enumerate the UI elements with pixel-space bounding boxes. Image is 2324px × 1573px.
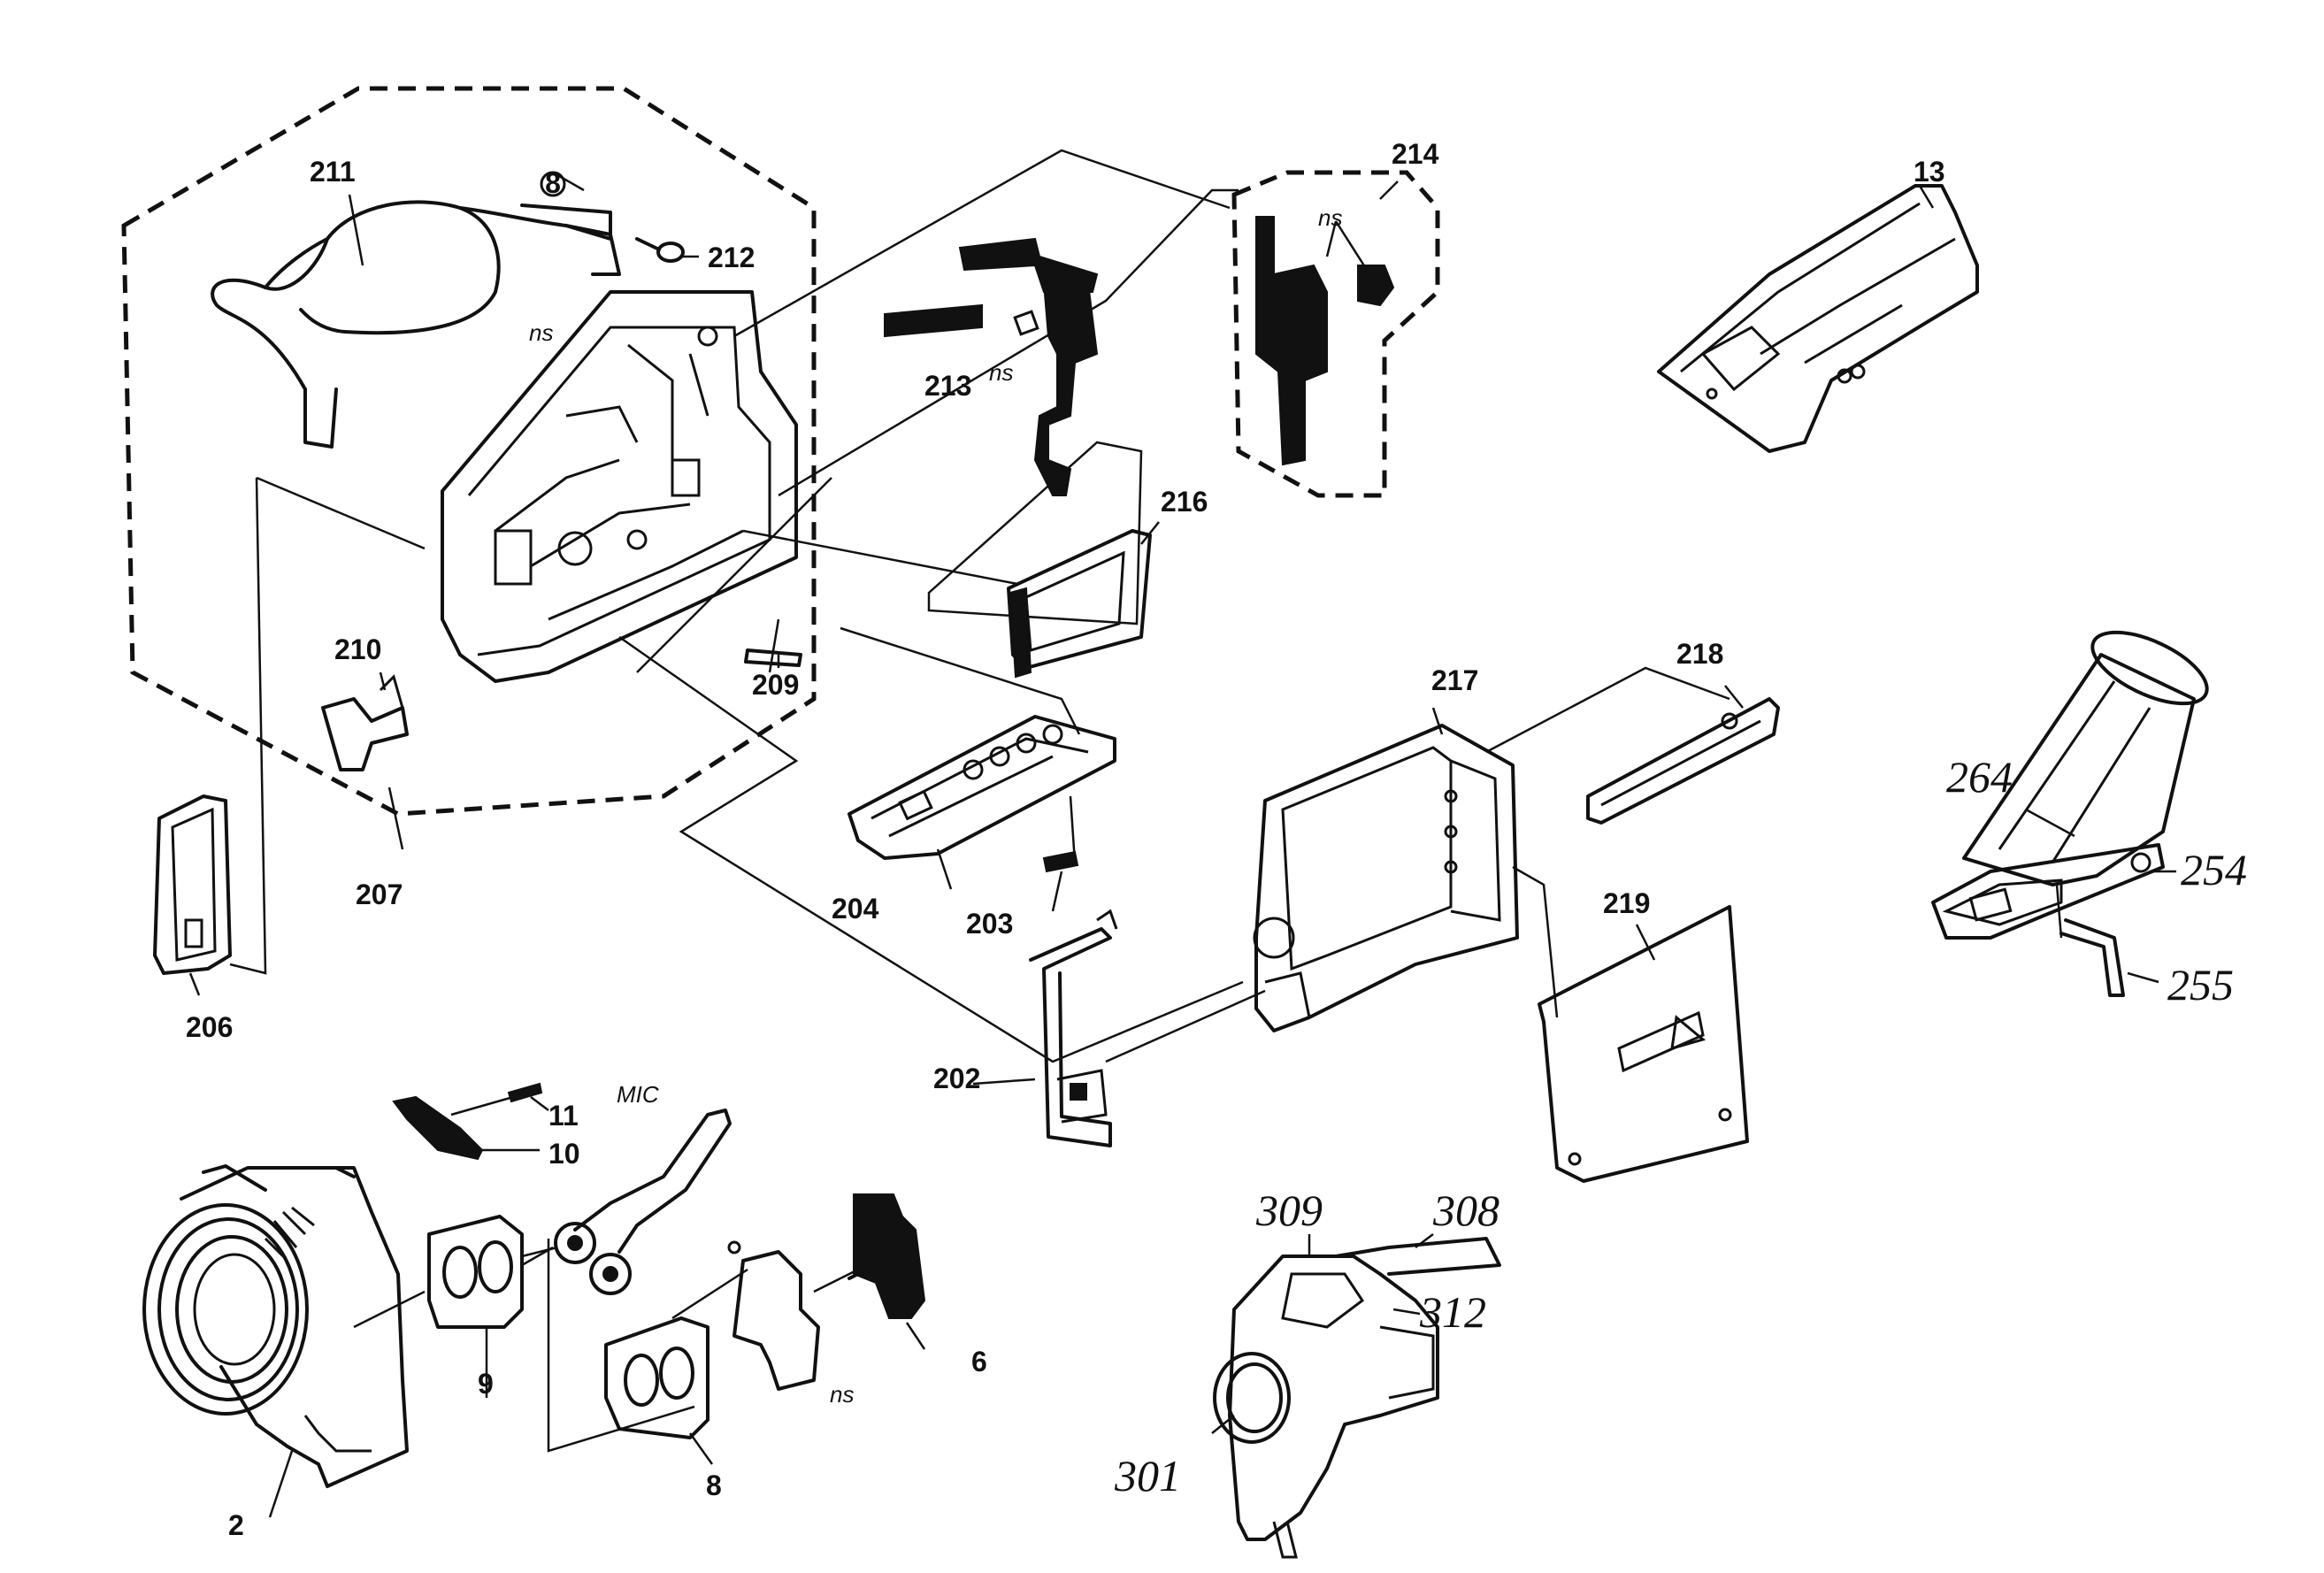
bracket-8: [604, 1316, 709, 1439]
label-264: 264: [1946, 752, 2013, 802]
label-210: 210: [334, 633, 381, 665]
label-ticks: [188, 171, 2176, 1518]
circuit-board-219: [1538, 905, 1749, 1183]
hand-strap-211: [211, 171, 621, 449]
label-219: 219: [1603, 887, 1650, 919]
label-254: 254: [2181, 845, 2247, 894]
viewfinder-264: [1962, 630, 2209, 886]
label-309: 309: [1255, 1186, 1323, 1235]
frame-202: [1029, 909, 1118, 1147]
assembly-214-boundary: [1231, 170, 1440, 498]
switch-10: [392, 1095, 484, 1161]
part-218: [1586, 697, 1780, 825]
flex-cable-255: [2059, 918, 2125, 997]
lens-bracket-9: [427, 1215, 524, 1329]
flex-cable-308: [1334, 1237, 1501, 1276]
label-216: 216: [1161, 486, 1208, 518]
lens-housing-2: [142, 1164, 409, 1488]
part-214: [1255, 216, 1395, 466]
label-ns-214: ns: [1318, 204, 1342, 231]
label-10: 10: [548, 1138, 580, 1170]
label-312: 312: [1419, 1287, 1486, 1337]
label-202: 202: [933, 1063, 980, 1094]
top-cover-13: [1657, 184, 1979, 453]
label-8: 8: [706, 1469, 722, 1501]
assembly-207-boundary: [121, 86, 817, 817]
bracket-210: [321, 674, 409, 771]
screw-212: [635, 237, 685, 263]
label-ns-213: ns: [989, 359, 1013, 386]
label-204: 204: [832, 893, 879, 925]
label-211: 211: [310, 156, 356, 188]
label-217: 217: [1431, 664, 1478, 696]
label-6: 6: [971, 1346, 987, 1377]
viewfinder-base-254: [1931, 843, 2165, 940]
label-ns-case: ns: [529, 319, 553, 346]
label-207: 207: [356, 879, 403, 910]
bracket-ns: [727, 1240, 820, 1391]
label-255: 255: [2167, 960, 2234, 1009]
label-301: 301: [1114, 1451, 1181, 1500]
part-6: [848, 1193, 926, 1319]
part-11: [507, 1082, 543, 1103]
leader-lines: [229, 149, 1730, 1453]
label-11: 11: [548, 1100, 579, 1132]
camera-block-301: [1213, 1255, 1439, 1559]
circuit-board-216: [1007, 529, 1152, 679]
camera-body-case-207: [441, 290, 798, 683]
label-308: 308: [1432, 1186, 1499, 1235]
label-218: 218: [1676, 638, 1723, 670]
part-203: [1042, 850, 1079, 873]
label-203: 203: [966, 908, 1013, 940]
label-213: 213: [924, 370, 971, 402]
label-214: 214: [1392, 138, 1439, 170]
label-206: 206: [186, 1011, 233, 1043]
frame-204: [848, 715, 1116, 860]
label-13: 13: [1914, 156, 1945, 188]
label-212: 212: [708, 242, 755, 273]
label-mic: MIC: [617, 1081, 659, 1108]
microphone: [554, 1109, 732, 1295]
strip-209: [744, 648, 802, 667]
label-9: 9: [478, 1368, 494, 1400]
label-screw-marker: 8: [545, 167, 561, 199]
label-ns-bracket: ns: [830, 1381, 854, 1408]
side-cover-206: [153, 794, 232, 975]
label-2: 2: [228, 1509, 244, 1541]
flex-board-213: [884, 237, 1099, 496]
chassis-217: [1253, 724, 1519, 1032]
label-209: 209: [752, 669, 799, 701]
part-labels: 211 212 8 ns 214 ns 13 213 ns 216 210 20…: [186, 138, 2247, 1541]
